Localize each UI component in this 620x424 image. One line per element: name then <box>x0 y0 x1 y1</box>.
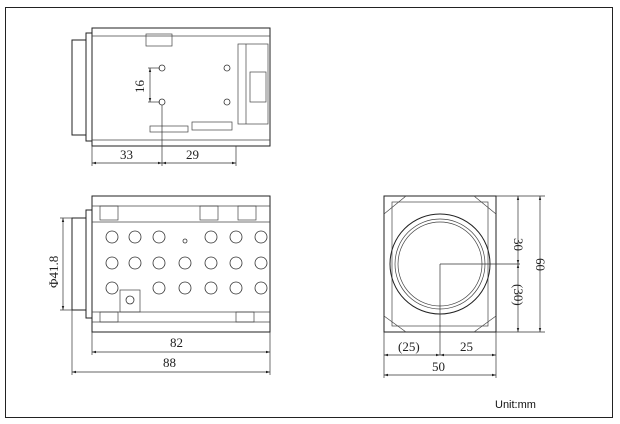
dim-88-label: 88 <box>163 355 176 370</box>
drawing-frame <box>5 7 613 418</box>
dim-33-label: 33 <box>120 147 133 162</box>
unit-label: Unit:mm <box>495 399 536 411</box>
dim-diameter-label: Φ41.8 <box>46 256 61 288</box>
dim-16-label: 16 <box>132 80 147 94</box>
dim-60-label: 60 <box>533 258 548 271</box>
dim-25-left-label: (25) <box>398 339 420 354</box>
dim-82-label: 82 <box>170 335 183 350</box>
dim-25-right-label: 25 <box>460 339 473 354</box>
dim-50-label: 50 <box>432 359 445 374</box>
dim-29-label: 29 <box>186 147 199 162</box>
top-view <box>71 27 271 166</box>
dim-30-bottom-label: (30) <box>511 284 526 306</box>
side-view <box>60 195 271 375</box>
front-view <box>383 195 545 378</box>
vent-holes <box>105 230 268 295</box>
dim-30-top-label: 30 <box>511 238 526 251</box>
